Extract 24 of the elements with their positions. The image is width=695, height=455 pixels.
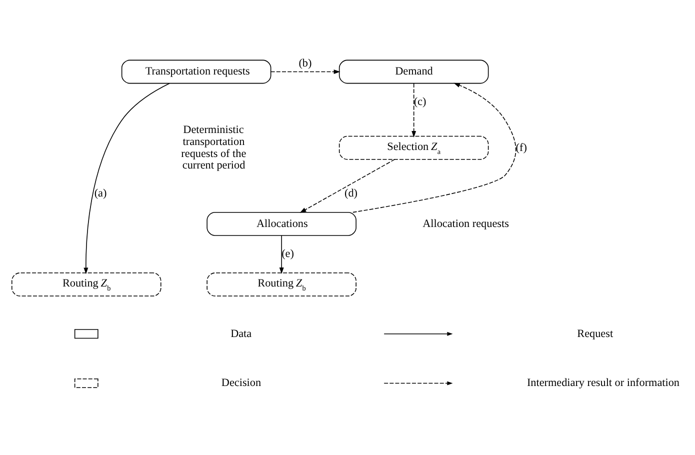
label: Allocation requests	[422, 218, 509, 230]
label: Deterministic transportation requests of the current period	[181, 124, 246, 172]
node-box: Routing Z$_{b}$	[206, 272, 356, 296]
edge-label: (e)	[282, 248, 294, 260]
edge-label: (f)	[516, 142, 527, 154]
legend-label: Intermediary result or information	[526, 377, 680, 390]
arrow	[412, 83, 416, 138]
legend-label: Data	[230, 328, 252, 340]
edge-label: (a)	[94, 188, 107, 200]
edge-label: (d)	[344, 188, 358, 200]
node-box: Selection Z$_{a}$	[338, 136, 489, 160]
edge-label: (c)	[414, 96, 426, 108]
edge-label: (b)	[298, 57, 312, 70]
node-box: Demand	[338, 60, 489, 84]
arrow	[84, 82, 170, 274]
arrow	[300, 159, 395, 213]
legend-label: Decision	[221, 377, 262, 390]
legend-label: Request	[577, 328, 614, 340]
arrow	[279, 235, 284, 274]
arrow	[270, 70, 340, 74]
node-box: Routing Z$_{b}$	[11, 272, 162, 296]
node-box: Transportation requests	[121, 60, 272, 84]
node-box: Allocations	[206, 212, 356, 236]
arrow	[352, 82, 516, 213]
